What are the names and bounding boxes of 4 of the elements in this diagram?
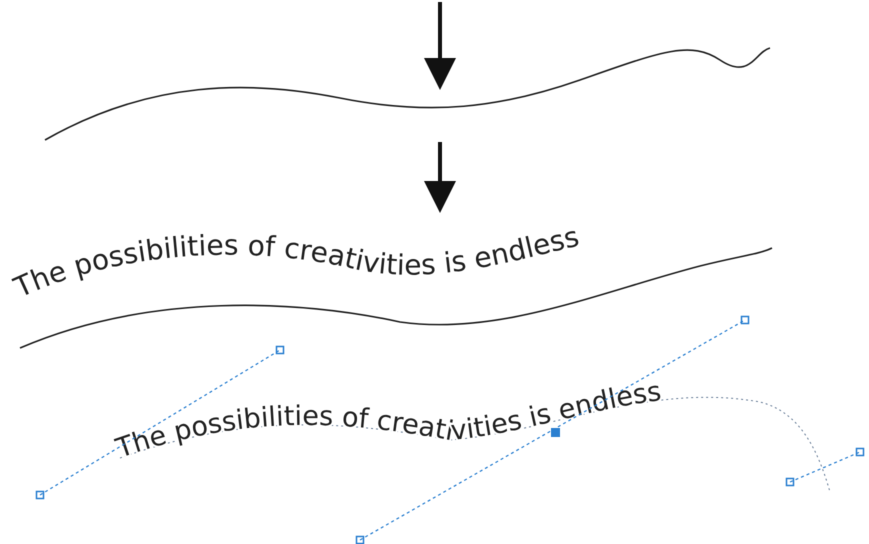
text-on-path: The possibilities of creativities is endless [9, 220, 772, 349]
arrow [424, 142, 456, 213]
wave-line [44, 47, 770, 141]
arrow [424, 2, 456, 90]
